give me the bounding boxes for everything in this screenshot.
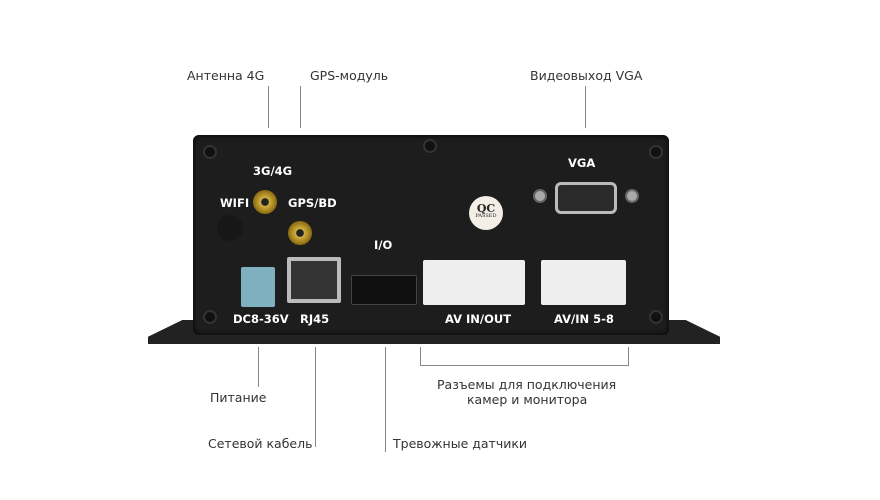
label-wifi: WIFI (220, 196, 250, 210)
label-rj45: RJ45 (300, 312, 330, 326)
bracket-right (628, 347, 629, 365)
leader-antenna (268, 86, 269, 128)
bracket-bar (420, 365, 629, 366)
label-network-cable: Сетевой кабель (208, 436, 313, 451)
dvr-device: 3G/4G WIFI GPS/BD VGA QC PASSED I/O DC8-… (193, 135, 669, 335)
leader-network (315, 347, 316, 447)
label-3g4g: 3G/4G (253, 164, 293, 178)
screw-icon (203, 310, 217, 324)
io-port (351, 275, 417, 305)
rj45-port (287, 257, 341, 303)
label-dc8-36v: DC8-36V (233, 312, 289, 326)
label-camera-connectors-1: Разъемы для подключения (437, 377, 617, 392)
power-port (241, 267, 275, 307)
label-power: Питание (210, 390, 267, 405)
antenna-connector-gps (288, 221, 312, 245)
av-in-5-8-port (541, 260, 626, 305)
screw-icon (423, 139, 437, 153)
leader-alarm (385, 347, 386, 452)
label-vga: VGA (568, 156, 596, 170)
screw-icon (533, 189, 547, 203)
label-gps-module: GPS-модуль (310, 68, 389, 83)
screw-icon (203, 145, 217, 159)
label-av-in-out: AV IN/OUT (445, 312, 512, 326)
leader-vga (585, 86, 586, 128)
label-vga-out: Видеовыход VGA (530, 68, 643, 83)
screw-icon (625, 189, 639, 203)
bracket-left (420, 347, 421, 365)
screw-icon (649, 145, 663, 159)
qc-sticker: QC PASSED (469, 196, 503, 230)
label-gps-bd: GPS/BD (288, 196, 337, 210)
vga-port (555, 182, 617, 214)
av-in-out-port (423, 260, 525, 305)
label-camera-connectors-2: камер и монитора (467, 392, 588, 407)
label-antenna-4g: Антенна 4G (187, 68, 265, 83)
leader-gps (300, 86, 301, 128)
label-alarm-sensors: Тревожные датчики (393, 436, 528, 451)
screw-icon (649, 310, 663, 324)
antenna-connector-4g (253, 190, 277, 214)
label-av-in-5-8: AV/IN 5-8 (554, 312, 614, 326)
label-io: I/O (374, 238, 393, 252)
leader-power (258, 347, 259, 387)
button-hole (217, 215, 243, 241)
